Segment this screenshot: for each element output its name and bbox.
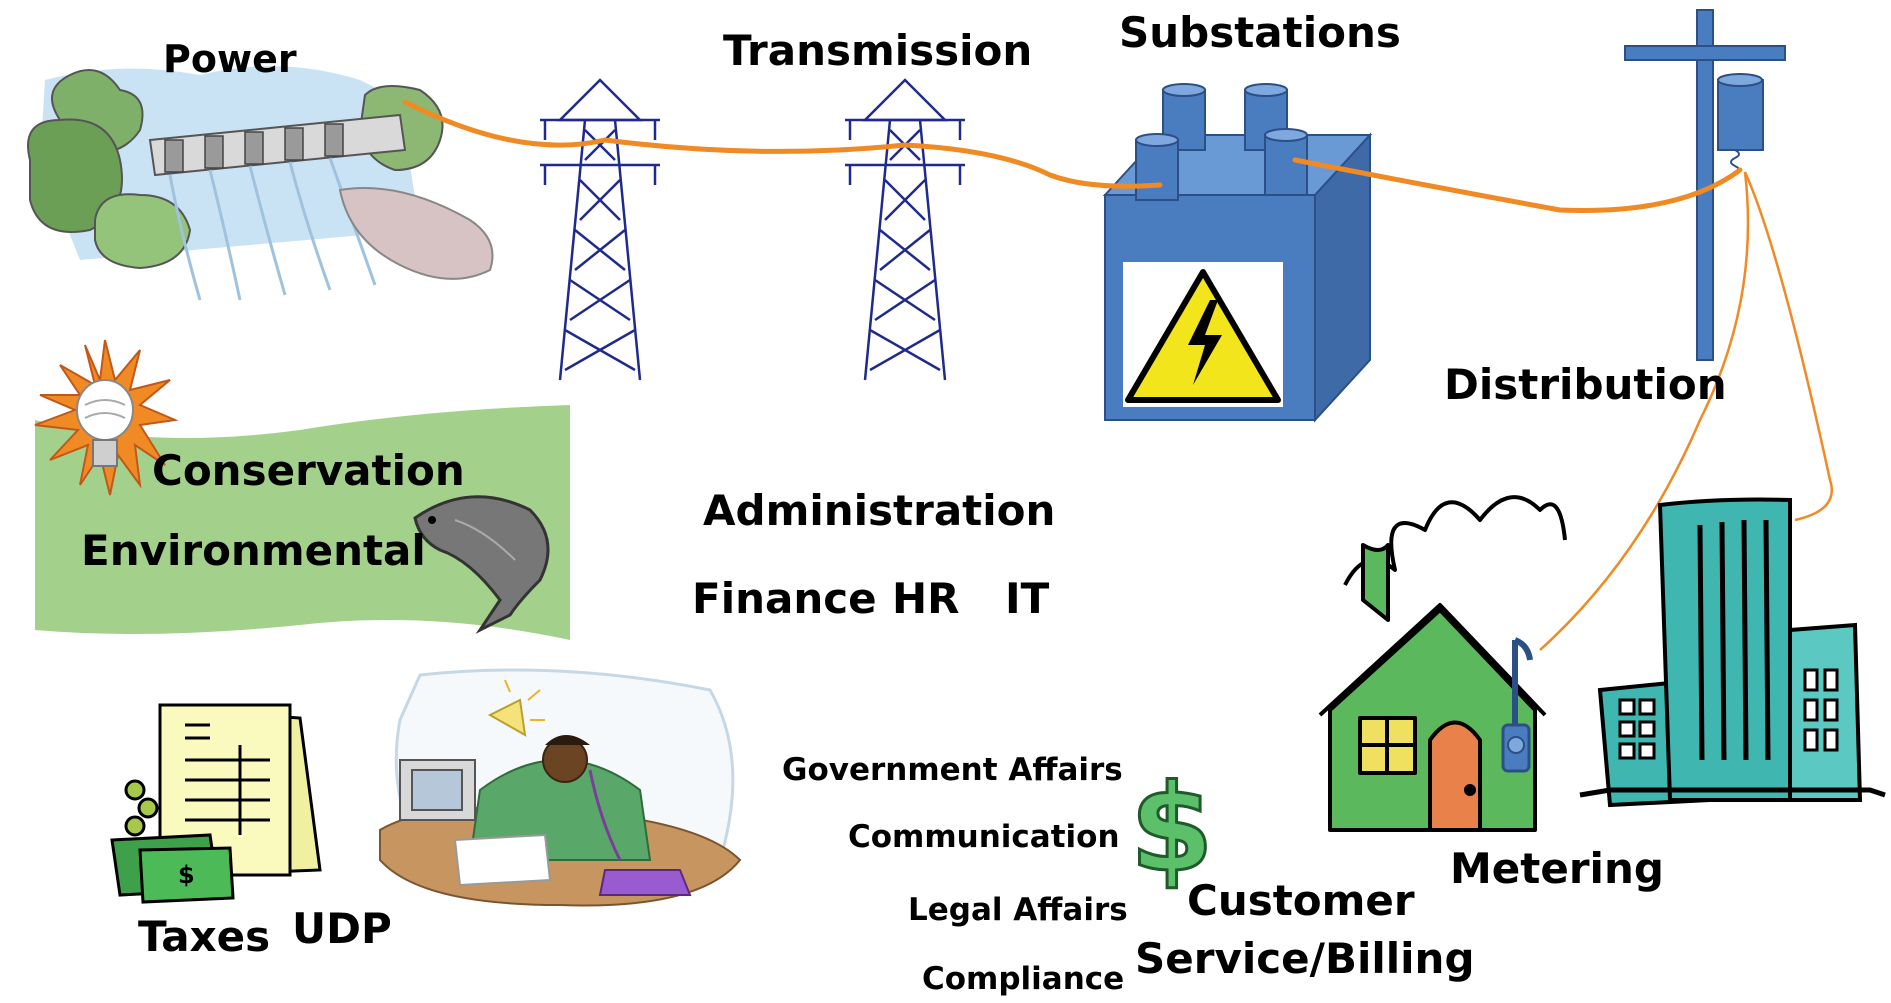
udp-label: UDP — [292, 904, 392, 953]
transmission-tower-icon — [540, 78, 660, 381]
fish-icon — [413, 495, 550, 634]
transmission-label: Transmission — [723, 26, 1033, 75]
environmental-label: Environmental — [81, 526, 426, 575]
office-worker-icon — [379, 668, 742, 907]
substation-icon — [1102, 83, 1373, 423]
distribution-label: Distribution — [1444, 360, 1727, 409]
svg-text:$: $ — [178, 861, 195, 889]
compliance-label: Compliance — [922, 961, 1125, 997]
utility-pole-icon — [1624, 9, 1786, 361]
transmission-tower-icon — [845, 78, 965, 381]
svg-text:$: $ — [1130, 760, 1214, 899]
dollar-sign-icon: $ — [1129, 759, 1216, 901]
power-line — [402, 99, 1743, 213]
hr-label: HR — [892, 574, 960, 623]
finance-label: Finance — [692, 574, 877, 623]
lightbulb-icon — [34, 339, 179, 496]
substations-label: Substations — [1119, 8, 1401, 57]
conservation-label: Conservation — [152, 446, 465, 495]
legal-affairs-label: Legal Affairs — [908, 892, 1128, 928]
taxes-label: Taxes — [138, 912, 271, 961]
communication-label: Communication — [848, 819, 1120, 855]
government-affairs-label: Government Affairs — [782, 752, 1123, 788]
money-icon: $ — [110, 779, 235, 904]
service-drop-line — [1539, 171, 1833, 651]
house-icon — [1318, 495, 1567, 832]
it-label: IT — [1005, 574, 1050, 623]
conservation-banner — [35, 405, 570, 640]
customer-service-label-line2: Service/Billing — [1135, 934, 1475, 983]
office-building-icon — [1579, 497, 1886, 808]
customer-service-label-line1: Customer — [1187, 876, 1415, 925]
metering-label: Metering — [1450, 844, 1664, 893]
administration-label: Administration — [703, 486, 1056, 535]
power-label: Power — [163, 37, 297, 81]
dam-icon — [27, 66, 494, 301]
